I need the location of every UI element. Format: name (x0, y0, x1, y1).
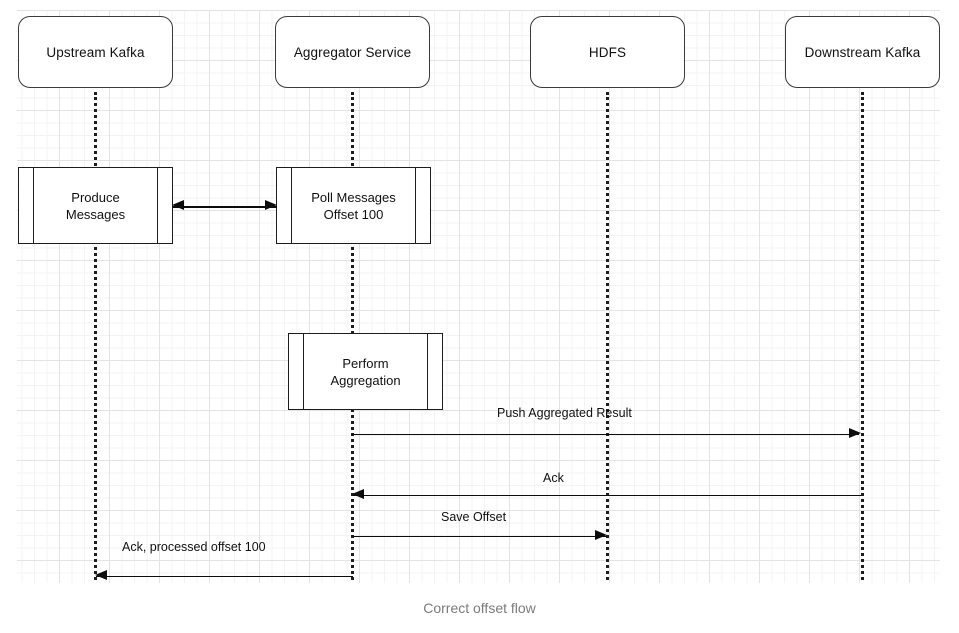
activation-inner-rule-right (427, 334, 428, 409)
arrowhead-right-save-offset (595, 530, 607, 540)
diagram-caption: Correct offset flow (423, 600, 536, 616)
activation-inner-rule-left (291, 168, 292, 243)
lifeline-upstream-kafka (94, 92, 100, 580)
activation-produce-messages[interactable]: Produce Messages (18, 167, 173, 244)
message-label-push-aggregated: Push Aggregated Result (497, 406, 632, 420)
activation-label-line2: Messages (65, 206, 126, 222)
activation-inner-rule-left (33, 168, 34, 243)
grid-background (17, 10, 940, 583)
message-line-push-aggregated[interactable] (352, 434, 859, 435)
arrowhead-left-produce-poll (172, 200, 184, 210)
arrowhead-left-ack (352, 489, 364, 499)
message-label-ack-processed: Ack, processed offset 100 (122, 540, 266, 554)
participant-label: Aggregator Service (293, 44, 412, 60)
arrowhead-right-push-aggregated (849, 428, 861, 438)
activation-label-line2: Offset 100 (323, 206, 384, 222)
message-label-save-offset: Save Offset (441, 510, 507, 524)
activation-poll-messages[interactable]: Poll Messages Offset 100 (276, 167, 431, 244)
activation-label: Produce Messages (66, 189, 125, 223)
participant-hdfs[interactable]: HDFS (530, 16, 685, 88)
participant-label: Downstream Kafka (804, 44, 921, 60)
participant-upstream-kafka[interactable]: Upstream Kafka (18, 16, 173, 88)
activation-inner-rule-left (303, 334, 304, 409)
activation-inner-rule-right (157, 168, 158, 243)
message-line-save-offset[interactable] (353, 536, 606, 537)
activation-label-line1: Produce (71, 189, 120, 205)
activation-label: Poll Messages Offset 100 (311, 189, 396, 223)
arrowhead-right-produce-poll (265, 200, 277, 210)
message-line-ack[interactable] (353, 495, 861, 496)
participant-aggregator-service[interactable]: Aggregator Service (275, 16, 430, 88)
participant-label: Upstream Kafka (46, 44, 145, 60)
participant-label: HDFS (588, 44, 627, 60)
message-line-produce-poll[interactable] (173, 206, 277, 208)
activation-inner-rule-right (415, 168, 416, 243)
message-line-ack-processed[interactable] (96, 576, 353, 577)
arrowhead-left-ack-processed (95, 570, 107, 580)
participant-downstream-kafka[interactable]: Downstream Kafka (785, 16, 940, 88)
activation-label-line1: Poll Messages (311, 189, 396, 205)
activation-label: Perform Aggregation (330, 355, 400, 389)
activation-label-line1: Perform (342, 355, 389, 371)
activation-label-line2: Aggregation (330, 372, 401, 388)
activation-perform-aggregation[interactable]: Perform Aggregation (288, 333, 443, 410)
message-label-ack: Ack (543, 471, 564, 485)
lifeline-hdfs (606, 92, 612, 580)
lifeline-downstream-kafka (861, 92, 867, 580)
